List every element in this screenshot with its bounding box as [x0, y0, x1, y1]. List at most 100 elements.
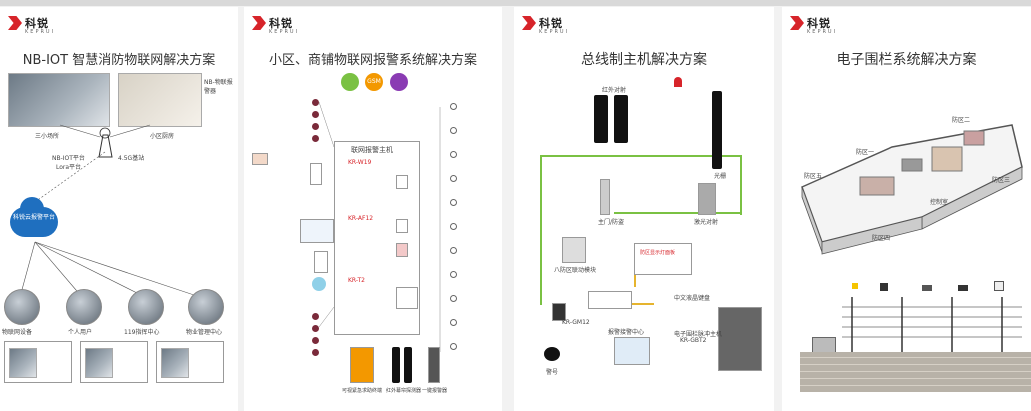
nbiot-platform-label: NB-IOT平台	[52, 155, 85, 162]
curtain-label: 光栅	[714, 173, 727, 180]
sensor-module-3	[396, 243, 408, 257]
kitchen-label: 小区厨房	[150, 133, 175, 140]
brand-logo: 科锐 KEPRUI	[790, 15, 835, 35]
brand-mark-icon	[8, 16, 22, 30]
ir-label: 红外幕帘探测器	[386, 388, 422, 394]
panic-label: 一键报警器	[422, 388, 448, 394]
user-label-3: 119指挥中心	[124, 329, 160, 336]
input-dot-8	[312, 349, 319, 356]
bus-line-mid	[614, 212, 742, 214]
control-room-label: 控制室	[930, 199, 949, 206]
input-dot-3	[312, 123, 319, 130]
ir-beam-icon-1	[392, 347, 400, 383]
brand-mark-icon	[252, 16, 266, 30]
panel-alarm-system: 科锐 KEPRUI 小区、商铺物联网报警系统解决方案 GSM 联网报警主机 KR…	[244, 7, 502, 411]
brand-logo: 科锐 KEPRUI	[522, 15, 567, 35]
horn-label: 警号	[546, 369, 559, 376]
brand-name-en: KEPRUI	[807, 29, 838, 35]
panel-nbiot: 科锐 KEPRUI NB-IOT 智慧消防物联网解决方案 NB-物联报警器 三小…	[0, 7, 238, 411]
device-pir-icon	[252, 153, 268, 165]
brand-name: 科锐	[269, 17, 293, 30]
bus-line-top	[540, 155, 740, 157]
cloud-label: 科锐云报警平台	[12, 214, 55, 221]
brand-mark-icon	[790, 16, 804, 30]
venue-label: 三小场所	[35, 133, 60, 140]
scenario-card-2	[80, 341, 148, 383]
sensor-module-1	[396, 175, 408, 189]
zone-4-label: 防区四	[872, 235, 891, 242]
basestation-label: 4.5G基站	[118, 155, 145, 162]
ir-beam-icon-2	[614, 95, 628, 143]
zone-ring-5	[450, 199, 457, 206]
fence-host-label: 电子围栏脉冲主机	[674, 331, 723, 338]
brick-wall	[800, 352, 1031, 392]
model-t2: KR-T2	[348, 277, 365, 284]
zone-display-panel	[634, 243, 692, 275]
alarm-center-label: 报警接警中心	[608, 329, 645, 336]
fence-host-icon	[718, 307, 762, 371]
cloud-sync-icon	[312, 277, 326, 291]
brand-name-en: KEPRUI	[25, 29, 56, 35]
zone-ring-10	[450, 319, 457, 326]
network-lines	[19, 124, 201, 298]
panel-title: NB-IOT 智慧消防物联网解决方案	[22, 53, 216, 68]
scenario-card-3	[156, 341, 224, 383]
fence-wires	[842, 297, 1022, 352]
lcd-keypad-label: 中文液晶键盘	[674, 295, 711, 302]
zone-2-label: 防区二	[952, 117, 971, 124]
bus-line-right	[740, 155, 742, 215]
gbt2-label: KR-GBT2	[680, 337, 707, 344]
fence-device-icon-1	[852, 283, 858, 289]
ir-beam-icon-2	[404, 347, 412, 383]
brand-logo: 科锐 KEPRUI	[252, 15, 297, 35]
zone-ring-11	[450, 343, 457, 350]
zone-ring-6	[450, 223, 457, 230]
panel-title: 总线制主机解决方案	[581, 52, 707, 68]
light-curtain-icon	[712, 91, 722, 169]
venue-photo	[8, 73, 110, 127]
zone-module-label: 八防区联动模块	[554, 267, 597, 274]
brand-name-en: KEPRUI	[269, 29, 300, 35]
zone-module-icon	[562, 237, 586, 263]
zone-ring-4	[450, 175, 457, 182]
wechat-icon	[341, 73, 359, 91]
fence-device-icon-3	[922, 285, 932, 291]
panel-title: 小区、商铺物联网报警系统解决方案	[268, 53, 477, 68]
host-label: 联网报警主机	[351, 146, 393, 154]
zone-ring-1	[450, 103, 457, 110]
brand-name-en: KEPRUI	[539, 29, 570, 35]
sos-terminal-icon	[350, 347, 374, 383]
brand-mark-icon	[522, 16, 536, 30]
user-device-icon	[4, 289, 40, 325]
zone-ring-3	[450, 151, 457, 158]
brand-name: 科锐	[539, 17, 563, 30]
fence-device-icon-4	[958, 285, 968, 291]
bus-line-left	[540, 155, 542, 305]
device-label: NB-物联报警器	[204, 79, 233, 95]
brand-logo: 科锐 KEPRUI	[8, 15, 53, 35]
phone-icon	[314, 251, 328, 273]
zone-5-label: 防区五	[804, 173, 823, 180]
laser-beam-icon	[698, 183, 716, 215]
input-dot-2	[312, 111, 319, 118]
panel-title: 电子围栏系统解决方案	[836, 52, 977, 68]
user-label-4: 物业管理中心	[186, 329, 223, 336]
gsm-icon: GSM	[365, 73, 383, 91]
fence-device-icon-2	[880, 283, 888, 291]
input-dot-6	[312, 325, 319, 332]
brand-name: 科锐	[807, 17, 831, 30]
user-property-icon	[188, 289, 224, 325]
sensor-module-2	[396, 219, 408, 233]
wifi-icon	[390, 73, 408, 91]
input-dot-7	[312, 337, 319, 344]
cloud-platform-icon: 科锐云报警平台	[10, 197, 58, 237]
zone-ring-2	[450, 127, 457, 134]
brand-name: 科锐	[25, 17, 49, 30]
zone-1-label: 防区一	[856, 149, 875, 156]
monitor-icon	[614, 337, 650, 365]
fence-device-icon-5	[994, 281, 1004, 291]
ir-label: 红外对射	[602, 87, 627, 94]
zone-display-label: 防区显示灯面板	[640, 250, 676, 256]
zone-ring-7	[450, 247, 457, 254]
user-label-2: 个人用户	[68, 329, 93, 336]
